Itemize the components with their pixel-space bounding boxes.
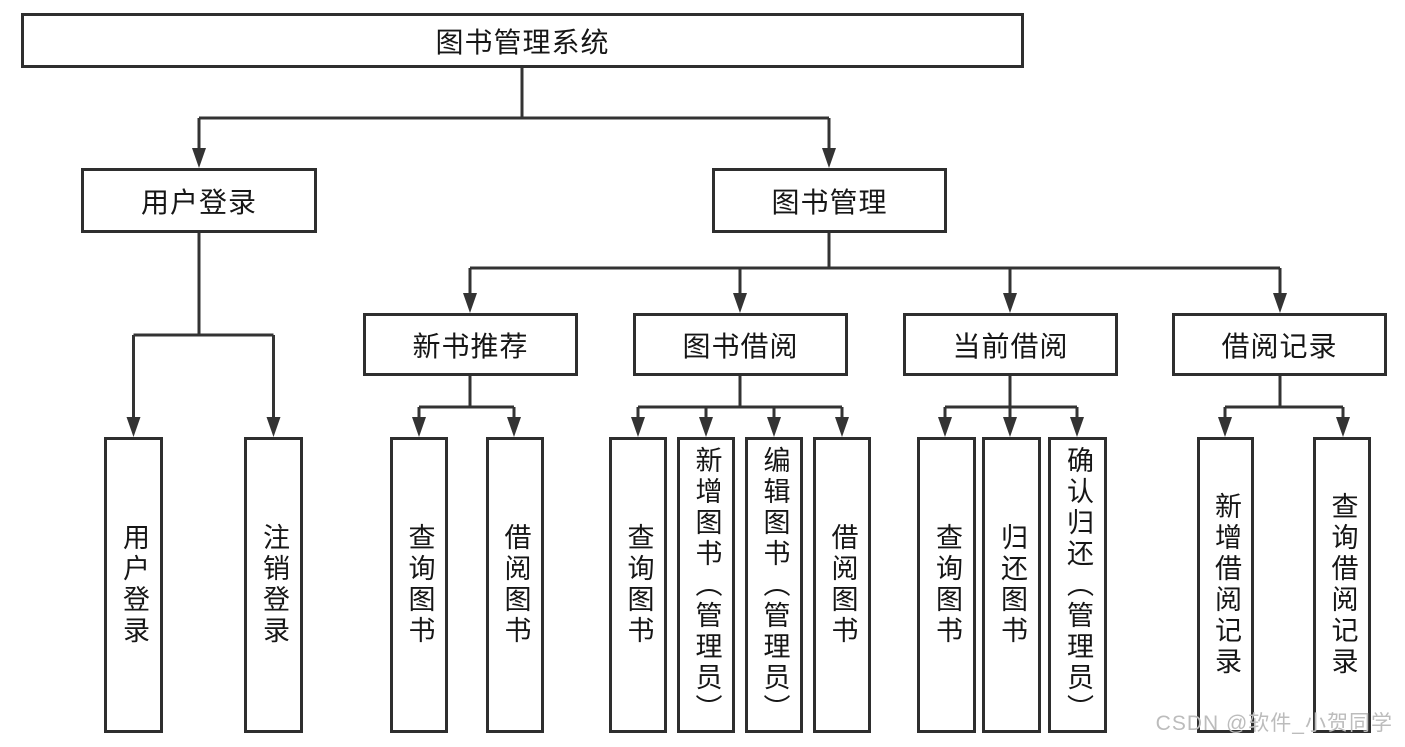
leaf-current-query-books-label: 查询图书 bbox=[932, 523, 962, 647]
leaf-confirm-return-admin-label: 确认归还（管理员） bbox=[1063, 445, 1093, 725]
leaf-user-login-label: 用户登录 bbox=[119, 523, 149, 647]
leaf-add-borrow-record-label: 新增借阅记录 bbox=[1211, 492, 1241, 678]
leaf-confirm-return-admin: 确认归还（管理员） bbox=[1048, 437, 1107, 733]
node-current-borrowing: 当前借阅 bbox=[903, 313, 1118, 376]
node-book-borrowing-label: 图书借阅 bbox=[682, 330, 799, 362]
leaf-borrowing-borrow-books-label: 借阅图书 bbox=[827, 523, 858, 647]
leaf-query-borrow-record: 查询借阅记录 bbox=[1313, 437, 1371, 733]
leaf-query-borrow-record-label: 查询借阅记录 bbox=[1327, 492, 1358, 678]
node-new-book-recommend-label: 新书推荐 bbox=[412, 330, 529, 362]
leaf-borrowing-query-books-label: 查询图书 bbox=[623, 523, 654, 647]
leaf-recommend-query-books-label: 查询图书 bbox=[404, 523, 435, 647]
arrowheads bbox=[126, 148, 1350, 437]
leaf-edit-books-admin: 编辑图书（管理员） bbox=[745, 437, 803, 733]
node-borrowing-records-label: 借阅记录 bbox=[1221, 330, 1338, 362]
node-book-management: 图书管理 bbox=[712, 168, 947, 233]
node-user-login: 用户登录 bbox=[81, 168, 317, 233]
leaf-current-query-books: 查询图书 bbox=[917, 437, 976, 733]
leaf-return-books: 归还图书 bbox=[982, 437, 1041, 733]
leaf-add-borrow-record: 新增借阅记录 bbox=[1197, 437, 1254, 733]
node-root: 图书管理系统 bbox=[21, 13, 1024, 68]
leaf-edit-books-admin-label: 编辑图书（管理员） bbox=[759, 445, 790, 725]
node-borrowing-records: 借阅记录 bbox=[1172, 313, 1387, 376]
leaf-recommend-borrow-books: 借阅图书 bbox=[486, 437, 544, 733]
leaf-logout-login-label: 注销登录 bbox=[259, 523, 289, 647]
node-book-borrowing: 图书借阅 bbox=[633, 313, 848, 376]
csdn-watermark: CSDN @软件_小贺同学 bbox=[1155, 712, 1393, 735]
node-current-borrowing-label: 当前借阅 bbox=[952, 330, 1069, 362]
leaf-recommend-borrow-books-label: 借阅图书 bbox=[500, 523, 531, 647]
leaf-logout-login: 注销登录 bbox=[244, 437, 303, 733]
node-new-book-recommend: 新书推荐 bbox=[363, 313, 578, 376]
leaf-borrowing-borrow-books: 借阅图书 bbox=[813, 437, 871, 733]
leaf-recommend-query-books: 查询图书 bbox=[390, 437, 448, 733]
node-user-login-label: 用户登录 bbox=[140, 186, 257, 218]
leaf-add-books-admin-label: 新增图书（管理员） bbox=[691, 445, 722, 725]
leaf-user-login: 用户登录 bbox=[104, 437, 163, 733]
node-book-management-label: 图书管理 bbox=[771, 186, 888, 218]
leaf-add-books-admin: 新增图书（管理员） bbox=[677, 437, 735, 733]
node-root-label: 图书管理系统 bbox=[435, 26, 610, 58]
leaf-return-books-label: 归还图书 bbox=[997, 523, 1027, 647]
leaf-borrowing-query-books: 查询图书 bbox=[609, 437, 667, 733]
